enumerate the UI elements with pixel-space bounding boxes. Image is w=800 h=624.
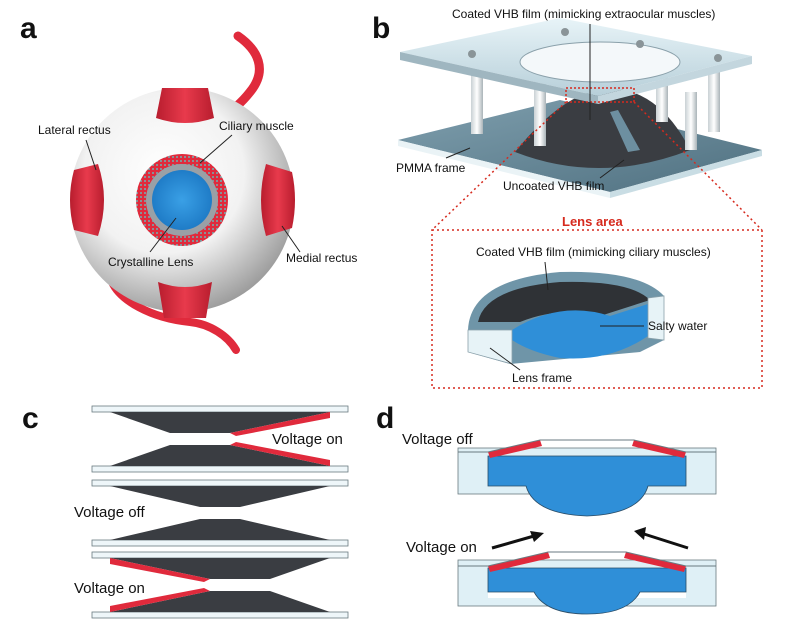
lens-detail-box (431, 229, 763, 389)
muscle-superior (156, 88, 214, 123)
uncoated-vhb-film (515, 88, 690, 169)
label-voltage-on-top: Voltage on (272, 431, 343, 448)
lens-on-water (487, 567, 687, 615)
lens-on-membrane (458, 551, 716, 567)
lens-off-water (487, 455, 687, 517)
lens-on-red-right (624, 552, 686, 572)
leader-lens-frame (489, 347, 521, 371)
label-medial-rectus: Medial rectus (286, 251, 357, 265)
post-5 (685, 92, 697, 150)
lens-off-red-right (632, 440, 686, 458)
lens-off-red-left (488, 440, 542, 458)
arrow-right-icon (491, 531, 544, 550)
lens-cutaway (467, 271, 665, 365)
bolt-4 (714, 54, 722, 62)
muscle-inferior (158, 282, 212, 318)
panel-b: b Coated VHB film (mimicking extraocular… (372, 7, 763, 389)
stack-voltage-on-bottom (91, 551, 349, 619)
base-plate-edge-right (610, 150, 762, 198)
label-d-voltage-off: Voltage off (402, 431, 473, 448)
post-2 (534, 80, 546, 146)
panel-d-label: d (376, 402, 394, 435)
label-crystalline-lens: Crystalline Lens (108, 255, 193, 269)
label-voltage-off: Voltage off (74, 504, 145, 521)
label-d-voltage-on: Voltage on (406, 539, 477, 556)
label-voltage-on-bottom: Voltage on (74, 580, 145, 597)
muscle-band-bottom (108, 278, 240, 354)
panel-a-label: a (20, 12, 37, 45)
lens-frame-right (647, 295, 665, 341)
arrow-left-icon (634, 527, 689, 550)
label-coated-film-ciliary: Coated VHB film (mimicking ciliary muscl… (476, 245, 711, 259)
leader-ciliary (199, 134, 233, 164)
lens-off-membrane (458, 439, 716, 453)
label-coated-film-extraocular: Coated VHB film (mimicking extraocular m… (452, 7, 715, 21)
bolt-3 (636, 40, 644, 48)
panel-a: a Lateral rectus Ciliary muscle Crystall… (20, 12, 357, 354)
panel-c: c Voltage on Voltage off Vol (22, 402, 349, 619)
label-uncoated-film: Uncoated VHB film (503, 179, 604, 193)
stack3-red-coating-bottom (110, 588, 210, 612)
leader-lateral (85, 139, 97, 171)
film-highlight (610, 110, 640, 152)
post-1 (471, 72, 483, 134)
lens-on-red-left (488, 552, 550, 572)
panel-d: d Voltage off Voltage on (376, 402, 717, 615)
projection-left (431, 101, 567, 231)
leader-lens (149, 217, 177, 253)
top-plate-opening (519, 41, 681, 83)
label-salty-water: Salty water (648, 319, 707, 333)
label-lateral-rectus: Lateral rectus (38, 123, 111, 137)
lateral-rectus-muscle (70, 164, 104, 236)
label-ciliary-muscle: Ciliary muscle (219, 119, 294, 133)
label-pmma-frame: PMMA frame (396, 161, 466, 175)
base-plate-edge (398, 140, 610, 198)
stack-voltage-on-top (91, 405, 349, 473)
leader-coated-ciliary (544, 261, 549, 291)
leader-pmma (445, 147, 471, 159)
label-lens-frame: Lens frame (512, 371, 572, 385)
stack1-red-coating-bottom (230, 442, 330, 466)
crystalline-lens (152, 170, 212, 230)
lens-top-film (478, 281, 650, 322)
lens-voltage-on (457, 551, 717, 615)
stack1-red-coating-top (230, 412, 330, 436)
stack-voltage-off (91, 479, 349, 547)
leader-medial (281, 225, 301, 253)
panel-c-label: c (22, 402, 39, 435)
leader-uncoated (599, 159, 625, 179)
bolt-2 (561, 28, 569, 36)
panel-b-label: b (372, 12, 390, 45)
top-plate-edge (400, 52, 598, 104)
bolt-1 (468, 50, 476, 58)
post-4 (708, 70, 720, 132)
salty-water-region (512, 304, 648, 359)
lens-voltage-off (457, 439, 717, 517)
projection-right (633, 101, 763, 231)
medial-rectus-muscle (261, 164, 295, 236)
top-plate-edge-right (598, 56, 752, 104)
label-lens-area: Lens area (562, 214, 623, 229)
stack3-red-coating-top (110, 558, 210, 582)
lens-area-marker (565, 87, 635, 103)
